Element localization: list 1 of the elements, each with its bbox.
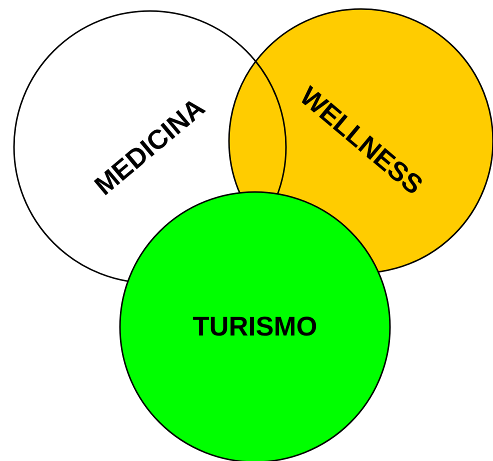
circle-label: TURISMO [192, 312, 318, 342]
